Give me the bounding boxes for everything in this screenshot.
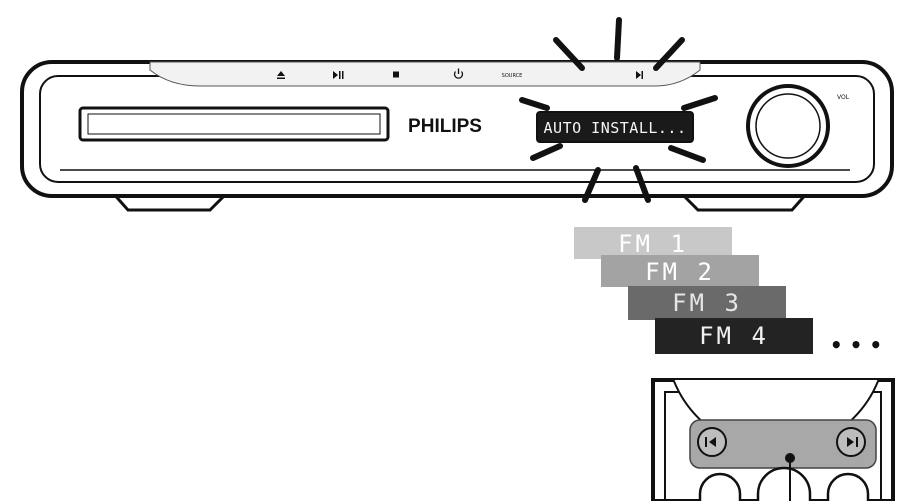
display-blink-rays — [519, 17, 718, 203]
station-label: FM 1 — [618, 230, 688, 258]
previous-icon — [705, 437, 716, 447]
station-label: FM 2 — [645, 258, 715, 286]
next-icon — [847, 437, 858, 447]
station-label: FM 3 — [672, 289, 742, 317]
dvd-system-unit: PHILIPS AUTO INSTALL... VOL SOURCE — [20, 60, 894, 212]
station-fm-4: FM 4 — [655, 318, 813, 354]
more-stations-ellipsis: • • • — [830, 333, 882, 357]
station-box — [574, 227, 732, 259]
disc-tray-slot — [78, 106, 390, 142]
control-strip — [149, 61, 701, 87]
station-box — [601, 255, 759, 287]
brand-logo: PHILIPS — [408, 116, 482, 137]
volume-knob-ring — [755, 93, 821, 159]
front-display — [536, 111, 694, 143]
station-box — [655, 318, 813, 354]
station-fm-3: FM 3 — [628, 286, 786, 320]
remote-button-left[interactable] — [698, 472, 742, 501]
remote-button-center[interactable] — [756, 466, 812, 501]
stop-icon[interactable] — [393, 71, 399, 78]
station-label: FM 4 — [699, 322, 769, 350]
source-button[interactable]: SOURCE — [502, 73, 523, 79]
remote-button-right[interactable] — [826, 472, 870, 501]
station-box — [628, 286, 786, 320]
display-text: AUTO INSTALL... — [544, 119, 687, 137]
volume-label: VOL — [837, 94, 850, 101]
disc-tray-slot-inner — [87, 113, 381, 135]
play-pause-icon[interactable] — [333, 71, 344, 79]
eject-icon[interactable] — [277, 71, 285, 79]
station-fm-1: FM 1 — [574, 227, 732, 259]
station-sequence: FM 1 FM 2 FM 3 FM 4 • • • — [574, 227, 882, 357]
press-pointer-dot — [785, 453, 795, 463]
power-icon[interactable] — [453, 68, 464, 79]
station-fm-2: FM 2 — [601, 255, 759, 287]
remote-control-inset — [651, 378, 895, 501]
next-icon[interactable] — [636, 71, 643, 79]
volume-knob[interactable] — [746, 84, 830, 168]
